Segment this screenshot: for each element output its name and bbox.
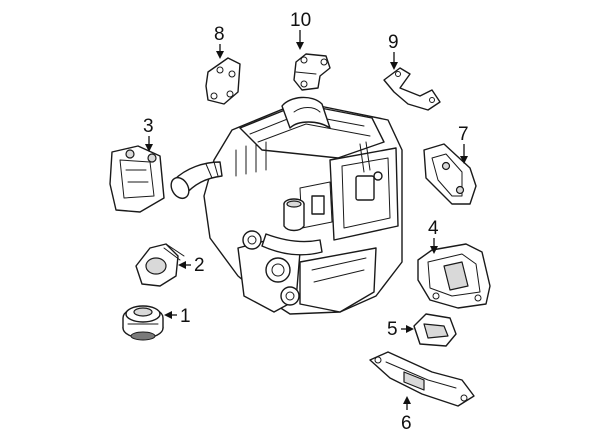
callout-10: 10 xyxy=(290,10,311,50)
callout-7: 7 xyxy=(458,124,469,164)
callout-6: 6 xyxy=(401,396,412,434)
callout-3-label: 3 xyxy=(143,116,154,137)
part-9-bracket xyxy=(383,67,441,111)
callout-1-label: 1 xyxy=(180,306,191,327)
part-2-mount xyxy=(135,243,185,287)
callout-9: 9 xyxy=(388,32,399,70)
callout-4-label: 4 xyxy=(428,218,439,239)
callout-2-label: 2 xyxy=(194,255,205,276)
callout-4: 4 xyxy=(428,218,439,254)
callout-2: 2 xyxy=(178,255,205,276)
part-1-rubber-mount xyxy=(122,305,164,341)
callout-6-label: 6 xyxy=(401,413,412,434)
callout-10-label: 10 xyxy=(290,10,311,31)
callout-5-label: 5 xyxy=(387,319,398,340)
part-4-engine-mount xyxy=(417,243,491,309)
part-10-bracket xyxy=(293,53,331,91)
callout-7-label: 7 xyxy=(458,124,469,145)
callout-3: 3 xyxy=(143,116,154,152)
callout-5: 5 xyxy=(387,319,414,340)
part-8-bracket xyxy=(205,57,241,105)
part-7-mount-bracket xyxy=(423,143,477,205)
part-3-mount-bracket xyxy=(109,145,165,213)
part-5-isolator xyxy=(413,313,457,347)
engine-assembly xyxy=(170,96,403,315)
callout-9-label: 9 xyxy=(388,32,399,53)
callout-8: 8 xyxy=(214,24,225,59)
callout-1: 1 xyxy=(164,306,191,327)
part-6-crossmember xyxy=(369,351,475,407)
callout-8-label: 8 xyxy=(214,24,225,45)
